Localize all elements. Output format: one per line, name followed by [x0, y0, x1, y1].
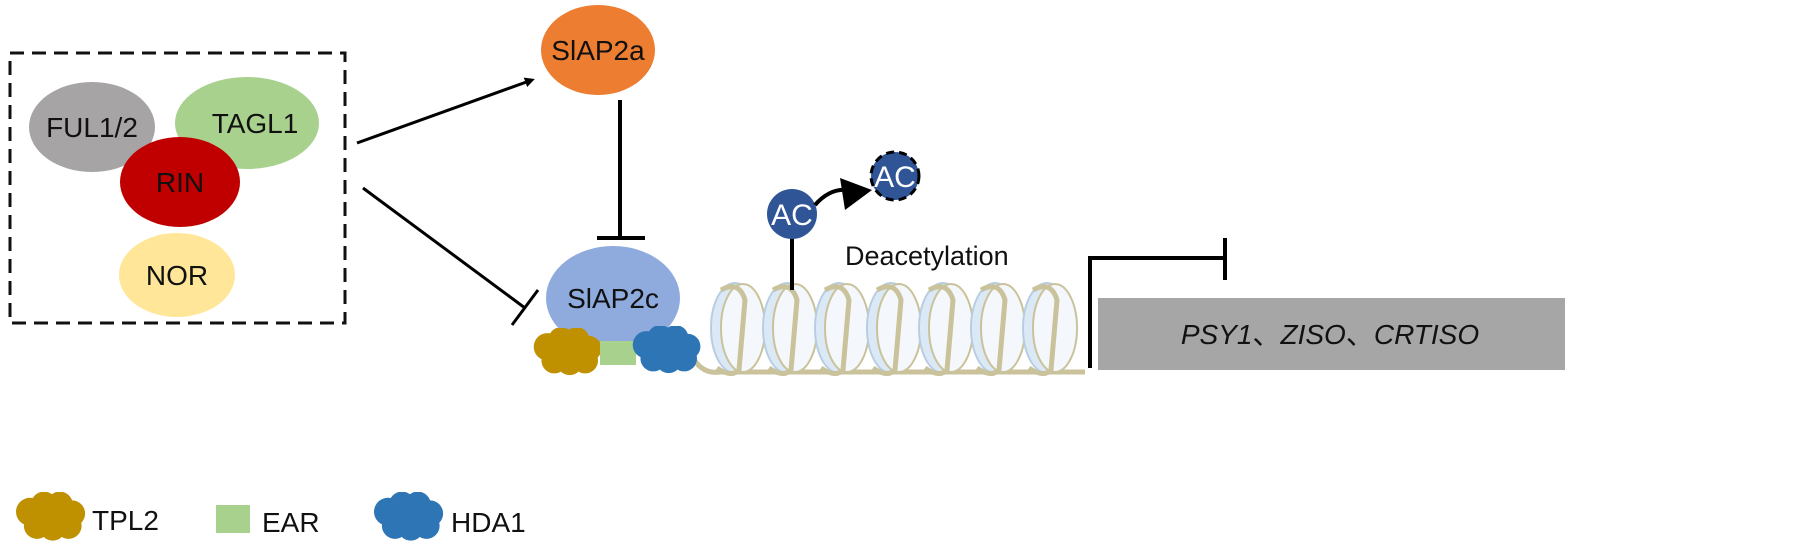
rin-label: RIN: [156, 167, 204, 198]
siap2a-node: [541, 5, 655, 95]
ful-node: [29, 82, 155, 172]
nor-node: [119, 233, 235, 317]
hda1-cloud-icon: [632, 326, 701, 374]
legend: TPL2 EAR HDA1: [16, 492, 526, 541]
ac-label: AC: [771, 199, 813, 232]
release-arrowhead: [840, 178, 872, 210]
deacetylation-label: Deacetylation: [845, 241, 1009, 271]
legend-ear-icon: [216, 505, 250, 533]
released-ac-circle: [869, 150, 921, 202]
legend-ear-label: EAR: [262, 507, 320, 538]
ear-box: [600, 341, 636, 365]
legend-tpl2-label: TPL2: [92, 505, 159, 536]
legend-hda1-label: HDA1: [451, 507, 526, 538]
target-genes-box: [1098, 298, 1565, 370]
legend-hda1-icon: [374, 492, 444, 541]
nucleosome: [866, 282, 922, 376]
nucleosome: [918, 282, 974, 376]
inhibition-line-diagonal: [362, 186, 540, 326]
nucleosome: [762, 282, 818, 376]
siap2c-label: SlAP2c: [567, 283, 659, 314]
nucleosome: [1022, 282, 1078, 376]
released-ac-label: AC: [874, 161, 916, 194]
legend-tpl2-icon: [16, 492, 86, 541]
chromatin: [687, 282, 1085, 376]
nor-label: NOR: [146, 260, 208, 291]
siap2c-node: [546, 246, 680, 350]
ac-circle: [767, 189, 817, 239]
mads-complex-box: FUL1/2 TAGL1 RIN NOR: [8, 51, 347, 325]
ful-label: FUL1/2: [46, 112, 138, 143]
target-genes-label: PSY1、ZISO、CRTISO: [1181, 319, 1479, 350]
activation-arrow: [356, 77, 535, 145]
siap2a-label: SlAP2a: [551, 35, 645, 66]
tagl1-label: TAGL1: [212, 108, 299, 139]
rin-node: [120, 137, 240, 227]
inhibition-line-vertical: [597, 100, 645, 240]
nucleosome: [814, 282, 870, 376]
nucleosome: [970, 282, 1026, 376]
nucleosome: [710, 282, 766, 376]
promoter-repression: [1088, 238, 1227, 368]
